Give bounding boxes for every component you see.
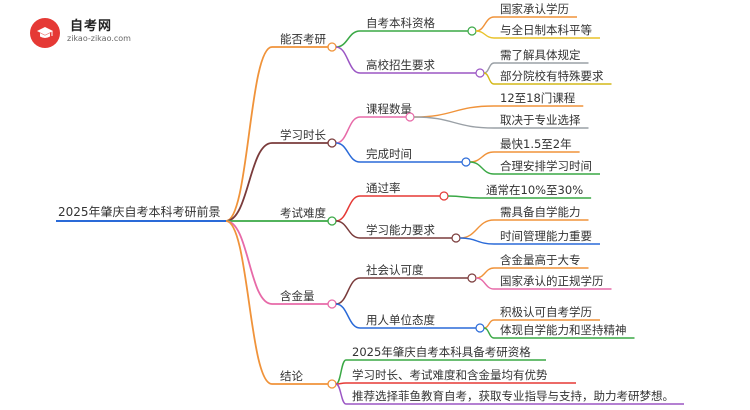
leaf-connector xyxy=(475,30,495,39)
sub-branch-connector xyxy=(335,142,361,163)
leaf-label: 通常在10%至30% xyxy=(486,183,583,197)
leaf-connector xyxy=(459,237,495,245)
sub-branch-connector xyxy=(335,277,361,305)
root-branch-connector xyxy=(225,142,273,222)
leaf-label: 最快1.5至2年 xyxy=(500,137,572,151)
leaf-connector xyxy=(483,62,495,74)
leaf-connector xyxy=(413,116,495,129)
sub-branch-label: 学习能力要求 xyxy=(366,223,435,237)
leaf-connector xyxy=(475,267,495,279)
leaf-connector xyxy=(483,327,495,339)
conclusion-connector xyxy=(335,383,347,405)
sub-branch-node-circle xyxy=(467,26,477,36)
site-logo: 自考网 zikao-zikao.com xyxy=(30,14,140,50)
sub-branch-node-circle xyxy=(461,157,471,167)
sub-branch-connector xyxy=(335,46,361,74)
leaf-connector xyxy=(469,161,495,175)
sub-branch-node-circle xyxy=(439,191,449,201)
leaf-label: 与全日制本科平等 xyxy=(500,23,592,37)
leaf-connector xyxy=(483,319,495,329)
leaf-label: 部分院校有特殊要求 xyxy=(500,69,604,83)
leaf-connector xyxy=(459,219,495,239)
sub-branch-label: 完成时间 xyxy=(366,147,412,161)
sub-branch-label: 用人单位态度 xyxy=(366,313,435,327)
branch-node-circle xyxy=(327,379,337,389)
branch-label: 含金量 xyxy=(280,289,315,303)
conclusion-label: 推荐选择菲鱼教育自考，获取专业指导与支持，助力考研梦想。 xyxy=(352,389,674,403)
leaf-connector xyxy=(475,277,495,290)
sub-branch-node-circle xyxy=(475,68,485,78)
leaf-label: 国家承认学历 xyxy=(500,2,569,16)
conclusion-connector xyxy=(335,359,347,385)
leaf-label: 需具备自学能力 xyxy=(500,205,581,219)
leaf-label: 体现自学能力和坚持精神 xyxy=(500,323,627,337)
leaf-label: 含金量高于大专 xyxy=(500,253,581,267)
sub-branch-node-circle xyxy=(467,273,477,283)
leaf-label: 取决于专业选择 xyxy=(500,113,581,127)
sub-branch-connector xyxy=(335,116,361,144)
branch-node-circle xyxy=(327,42,337,52)
branch-label: 结论 xyxy=(280,369,303,383)
leaf-connector xyxy=(483,72,495,85)
sub-branch-node-circle xyxy=(451,233,461,243)
branch-node-circle xyxy=(327,299,337,309)
leaf-label: 需了解具体规定 xyxy=(500,48,581,62)
root-label: 2025年肇庆自考本科考研前景 xyxy=(58,204,221,219)
sub-branch-label: 课程数量 xyxy=(366,102,412,116)
branch-node-circle xyxy=(327,138,337,148)
leaf-connector xyxy=(413,105,495,118)
logo-badge xyxy=(30,18,60,48)
logo-name: 自考网 xyxy=(70,19,113,34)
leaf-connector xyxy=(475,16,495,32)
leaf-connector xyxy=(469,151,495,163)
sub-branch-label: 自考本科资格 xyxy=(366,16,435,30)
root-branch-connector xyxy=(225,220,273,385)
leaf-label: 12至18门课程 xyxy=(500,91,576,105)
leaf-label: 国家承认的正规学历 xyxy=(500,274,604,288)
sub-branch-connector xyxy=(335,220,361,239)
sub-branch-connector xyxy=(335,30,361,48)
sub-branch-label: 通过率 xyxy=(366,181,401,195)
logo-url: zikao-zikao.com xyxy=(67,34,131,43)
branch-label: 能否考研 xyxy=(280,32,326,46)
sub-branch-connector xyxy=(335,303,361,329)
root-branch-connector xyxy=(225,220,273,305)
root-branch-connector xyxy=(225,46,273,222)
branch-label: 学习时长 xyxy=(280,128,326,142)
leaf-label: 积极认可自考学历 xyxy=(500,305,592,319)
sub-branch-connector xyxy=(335,195,361,222)
leaf-label: 合理安排学习时间 xyxy=(500,159,592,173)
sub-branch-label: 高校招生要求 xyxy=(366,58,435,72)
sub-branch-node-circle xyxy=(475,323,485,333)
conclusion-label: 2025年肇庆自考本科具备考研资格 xyxy=(352,345,531,359)
branch-label: 考试难度 xyxy=(280,206,326,220)
leaf-connector xyxy=(447,195,481,199)
graduation-cap-icon xyxy=(37,27,53,38)
sub-branch-node-circle xyxy=(405,112,415,122)
branch-node-circle xyxy=(327,216,337,226)
sub-branch-label: 社会认可度 xyxy=(366,263,424,277)
conclusion-label: 学习时长、考试难度和含金量均有优势 xyxy=(352,368,548,382)
leaf-label: 时间管理能力重要 xyxy=(500,229,592,243)
